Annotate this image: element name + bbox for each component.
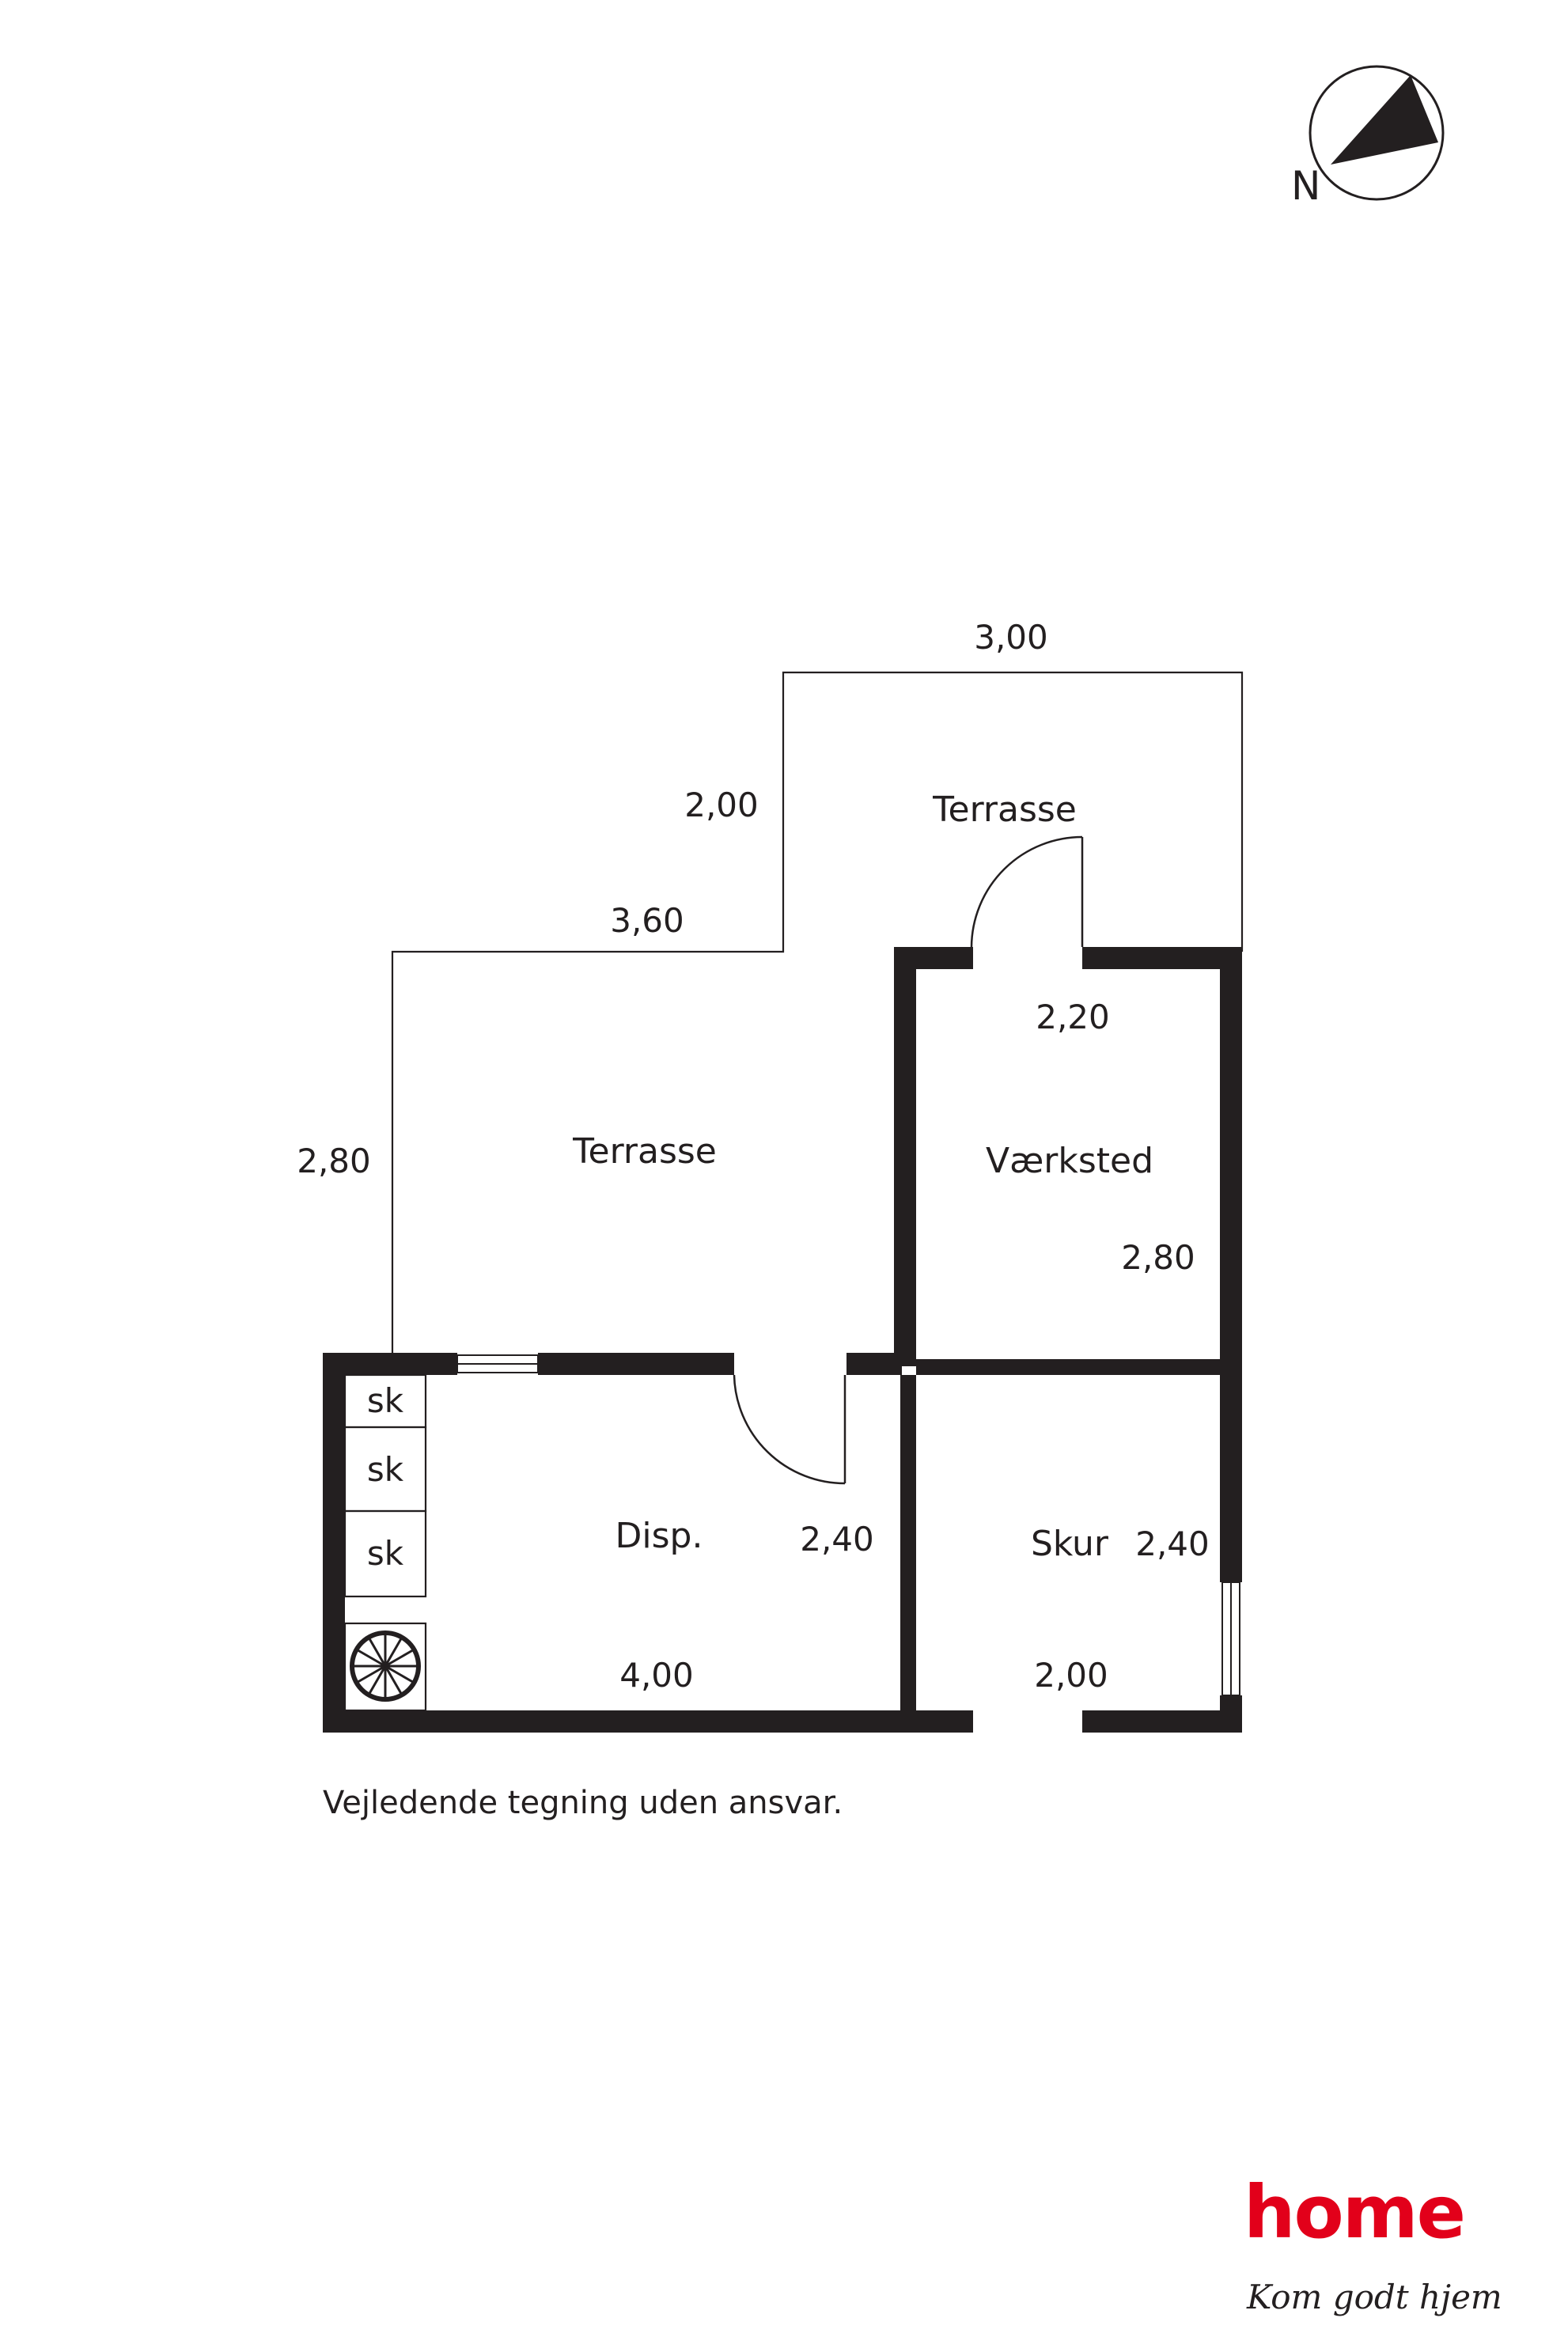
brand-logo: home Kom godt hjem bbox=[1244, 2170, 1502, 2316]
dimension-top-height: 2,00 bbox=[684, 786, 759, 824]
boiler-icon bbox=[343, 1622, 427, 1712]
boiler-spoke bbox=[368, 1638, 387, 1667]
boiler-spoke bbox=[357, 1665, 386, 1684]
room-label-skur: Skur bbox=[1031, 1524, 1109, 1564]
room-label-vaerksted: Værksted bbox=[986, 1141, 1153, 1181]
dimension-top-width: 3,00 bbox=[974, 618, 1048, 657]
door-disp bbox=[733, 1374, 846, 1485]
dimension-main-terrace-width: 3,60 bbox=[610, 901, 684, 940]
cabinet-label: sk bbox=[367, 1534, 404, 1573]
boiler-spoke bbox=[357, 1649, 386, 1668]
dimension-skur-width: 2,00 bbox=[1034, 1656, 1108, 1695]
boiler-spoke bbox=[368, 1665, 387, 1695]
cabinet-label: sk bbox=[367, 1450, 404, 1489]
brand-logo-wordmark: home bbox=[1244, 2170, 1464, 2255]
boiler-spoke bbox=[384, 1649, 414, 1668]
bottom-block-walls bbox=[323, 1353, 1242, 1733]
compass-north-label: N bbox=[1291, 163, 1320, 209]
brand-logo-tagline: Kom godt hjem bbox=[1246, 2278, 1502, 2316]
workshop-walls bbox=[894, 947, 1242, 1375]
window-skur bbox=[1221, 1581, 1240, 1696]
door-workshop bbox=[970, 835, 1084, 948]
room-label-terrasse-main: Terrasse bbox=[572, 1131, 717, 1172]
disclaimer-text: Vejledende tegning uden ansvar. bbox=[323, 1785, 843, 1821]
compass-rose: N bbox=[1291, 65, 1445, 209]
dimension-vaerksted-height: 2,80 bbox=[1121, 1238, 1195, 1277]
dimension-main-terrace-height: 2,80 bbox=[297, 1142, 371, 1180]
dimension-disp-height: 2,40 bbox=[800, 1520, 874, 1559]
room-label-terrasse-top: Terrasse bbox=[932, 790, 1077, 830]
cabinet-label: sk bbox=[367, 1381, 404, 1420]
room-label-disp: Disp. bbox=[615, 1516, 703, 1556]
cabinet-column: sk sk sk bbox=[343, 1373, 427, 1598]
north-arrow-icon bbox=[1331, 75, 1438, 165]
boiler-spoke bbox=[384, 1665, 414, 1684]
boiler-spoke bbox=[384, 1665, 403, 1695]
boiler-spoke bbox=[384, 1638, 403, 1667]
dimension-skur-height: 2,40 bbox=[1135, 1524, 1210, 1563]
terrace-outline bbox=[391, 671, 1244, 1362]
window-disp bbox=[456, 1354, 539, 1373]
dimension-vaerksted-width: 2,20 bbox=[1036, 998, 1110, 1036]
dimension-disp-width: 4,00 bbox=[619, 1656, 694, 1695]
